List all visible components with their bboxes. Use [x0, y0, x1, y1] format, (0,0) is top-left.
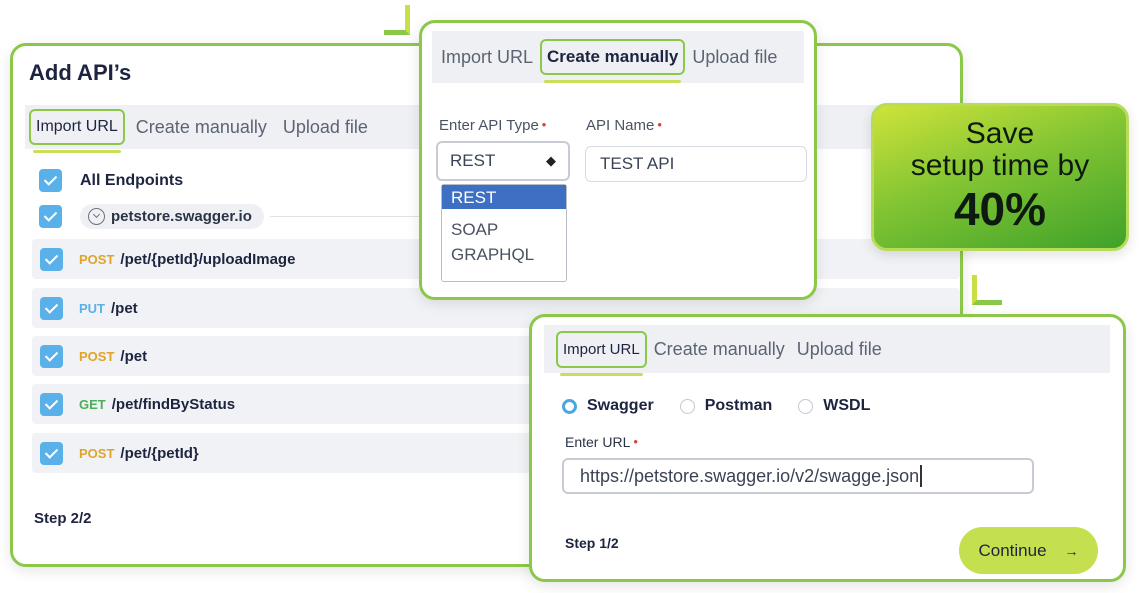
- option-rest[interactable]: REST: [442, 185, 566, 209]
- tab-import-url[interactable]: Import URL: [29, 109, 125, 153]
- sort-arrows-icon: ◆: [546, 153, 556, 168]
- step-indicator: Step 2/2: [34, 510, 92, 527]
- endpoint-checkbox[interactable]: [40, 344, 63, 368]
- api-name-input[interactable]: TEST API: [585, 146, 807, 182]
- decor-bracket-top: [384, 5, 410, 35]
- method-badge: PUT: [79, 300, 105, 316]
- tab-create-manually[interactable]: Create manually: [540, 39, 686, 83]
- import-url-card: Import URL Create manually Upload file S…: [529, 314, 1126, 582]
- tab-import-url[interactable]: Import URL: [441, 46, 534, 67]
- endpoint-path: /pet: [120, 347, 148, 365]
- endpoint-path: /pet/findByStatus: [111, 395, 236, 413]
- required-marker: •: [657, 117, 662, 132]
- api-name-label: API Name•: [586, 117, 662, 134]
- url-label: Enter URL•: [565, 434, 638, 450]
- api-type-label: Enter API Type•: [439, 117, 546, 134]
- all-endpoints-row: All Endpoints: [39, 169, 183, 192]
- arrow-right-icon: →: [1064, 542, 1079, 559]
- method-badge: GET: [79, 396, 106, 412]
- url-input-value: https://petstore.swagger.io/v2/swagge.js…: [580, 465, 920, 486]
- method-badge: POST: [79, 445, 115, 461]
- tab-create-manually[interactable]: Create manually: [135, 116, 267, 137]
- required-marker: •: [541, 117, 547, 132]
- domain-label: petstore.swagger.io: [111, 208, 252, 225]
- tab-upload-file[interactable]: Upload file: [692, 46, 778, 67]
- create-tab-bar: Import URL Create manually Upload file: [432, 31, 804, 83]
- api-type-select[interactable]: REST ◆: [436, 141, 570, 181]
- all-endpoints-checkbox[interactable]: [39, 169, 62, 192]
- import-tab-bar: Import URL Create manually Upload file: [544, 325, 1110, 376]
- step-indicator: Step 1/2: [565, 535, 619, 551]
- api-type-label-text: Enter API Type: [439, 117, 539, 134]
- domain-checkbox[interactable]: [39, 205, 62, 228]
- page-title: Add API’s: [29, 60, 132, 85]
- endpoint-path: /pet/{petId}: [120, 444, 199, 462]
- url-input[interactable]: https://petstore.swagger.io/v2/swagge.js…: [562, 458, 1034, 494]
- option-soap[interactable]: SOAP: [451, 220, 499, 239]
- radio-selected-icon: [562, 398, 577, 414]
- domain-row: petstore.swagger.io: [39, 204, 520, 229]
- text-caret: [920, 465, 922, 487]
- method-badge: POST: [79, 251, 115, 267]
- radio-label: WSDL: [823, 397, 871, 414]
- continue-button[interactable]: Continue →: [959, 527, 1098, 574]
- radio-wsdl[interactable]: WSDL: [798, 397, 870, 415]
- radio-swagger[interactable]: Swagger: [562, 397, 654, 415]
- radio-unselected-icon: [798, 398, 814, 414]
- endpoint-checkbox[interactable]: [40, 392, 63, 416]
- divider: [269, 216, 520, 217]
- radio-label: Swagger: [587, 397, 654, 414]
- continue-label: Continue: [978, 540, 1047, 560]
- source-radio-group: Swagger Postman WSDL: [562, 397, 896, 415]
- tab-create-manually[interactable]: Create manually: [653, 338, 785, 359]
- endpoint-checkbox[interactable]: [40, 247, 63, 271]
- create-manually-card: Import URL Create manually Upload file E…: [419, 20, 817, 300]
- endpoint-path: /pet: [111, 299, 138, 317]
- api-type-dropdown: REST SOAP GRAPHQL: [441, 184, 567, 282]
- promo-percentage: 40%: [953, 183, 1047, 235]
- promo-badge: Save setup time by 40%: [871, 103, 1129, 251]
- tab-upload-file[interactable]: Upload file: [282, 116, 368, 137]
- tab-import-url[interactable]: Import URL: [556, 330, 647, 376]
- endpoint-checkbox[interactable]: [40, 296, 63, 320]
- api-name-label-text: API Name: [586, 117, 655, 134]
- option-graphql[interactable]: GRAPHQL: [451, 245, 535, 264]
- api-type-selected-value: REST: [450, 151, 496, 170]
- all-endpoints-label: All Endpoints: [80, 171, 184, 189]
- radio-postman[interactable]: Postman: [679, 397, 773, 415]
- domain-group-toggle[interactable]: petstore.swagger.io: [80, 204, 264, 229]
- decor-bracket-right: [972, 275, 1002, 305]
- tab-upload-file[interactable]: Upload file: [796, 338, 882, 359]
- radio-unselected-icon: [679, 398, 695, 414]
- radio-label: Postman: [704, 397, 773, 414]
- required-marker: •: [633, 434, 638, 449]
- chevron-down-icon: [88, 208, 105, 225]
- endpoint-path: /pet/{petId}/uploadImage: [120, 250, 296, 268]
- endpoint-checkbox[interactable]: [40, 441, 63, 465]
- method-badge: POST: [79, 348, 115, 364]
- url-label-text: Enter URL: [565, 434, 631, 450]
- promo-line-1: Save: [965, 117, 1035, 150]
- promo-line-2: setup time by: [910, 149, 1090, 182]
